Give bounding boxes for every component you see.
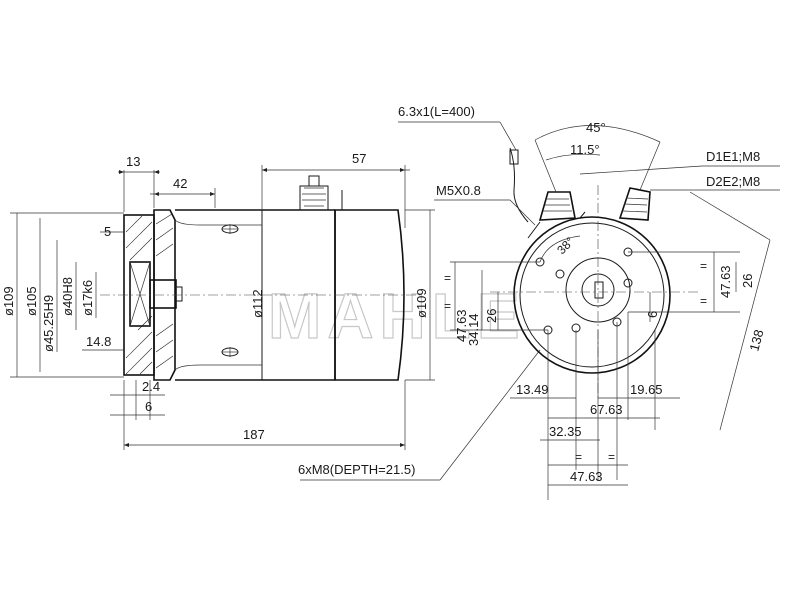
angle-38: 38° [554, 234, 577, 257]
eq-right-1: = [700, 259, 707, 273]
end-right-dimensions: 47.63 26 6 = = 138 [628, 191, 771, 431]
dim-dia-109-right: ø109 [414, 288, 429, 318]
cable-callout: 6.3x1(L=400) [398, 104, 475, 119]
end-dim-26-right: 26 [740, 274, 755, 288]
end-dim-32-35: 32.35 [549, 424, 582, 439]
dim-13: 13 [126, 154, 140, 169]
dim-6: 6 [145, 399, 152, 414]
end-dim-19-65: 19.65 [630, 382, 663, 397]
dim-dia-40: ø40H8 [60, 277, 75, 316]
dim-dia-105: ø105 [24, 286, 39, 316]
terminal-d2e2: D2E2;M8 [706, 174, 760, 189]
dim-dia-45: ø45.25H9 [41, 295, 56, 352]
side-bottom-dimensions: 2.4 6 187 6xM8(DEPTH=21.5) [110, 349, 541, 481]
end-dim-47-63-bottom: 47.63 [570, 469, 603, 484]
screw-m5: M5X0.8 [436, 183, 481, 198]
terminals [527, 187, 651, 239]
thread-callout: 6xM8(DEPTH=21.5) [298, 462, 415, 477]
dim-57: 57 [352, 151, 366, 166]
dim-dia-112: ø112 [250, 289, 265, 318]
end-bottom-dimensions: 13.49 19.65 67.63 32.35 = = 47.63 [510, 312, 680, 500]
end-dim-6: 6 [645, 311, 660, 318]
end-dim-67-63: 67.63 [590, 402, 623, 417]
watermark-logo: MAHLE [268, 280, 526, 352]
end-left-dimensions: 47.63 34.14 26 = = [444, 261, 548, 346]
eq-bottom-1: = [575, 450, 582, 464]
angle-45: 45° [586, 120, 606, 135]
eq-right-2: = [700, 294, 707, 308]
end-dim-26-left: 26 [484, 309, 499, 323]
dim-187: 187 [243, 427, 265, 442]
end-view: 6.3x1(L=400) 45° 11.5° D1E1;M8 D2E2;M8 M… [398, 104, 780, 500]
dim-dia-17: ø17k6 [80, 280, 95, 316]
terminal-d1e1: D1E1;M8 [706, 149, 760, 164]
dim-42: 42 [173, 176, 187, 191]
side-view: 13 42 57 ø109 ø105 ø45.25H9 ø40H8 ø17k [1, 151, 541, 481]
dim-2-4: 2.4 [142, 379, 160, 394]
eq-left-1: = [444, 271, 451, 285]
end-dim-13-49: 13.49 [516, 382, 549, 397]
end-dim-34-14: 34.14 [466, 313, 481, 346]
end-dim-47-63-right: 47.63 [718, 265, 733, 298]
dim-14-8: 14.8 [86, 334, 111, 349]
end-dim-47-63-left: 47.63 [454, 309, 469, 342]
dim-dia-109: ø109 [1, 286, 16, 316]
side-top-dimensions: 13 42 57 [118, 151, 410, 228]
angle-11-5: 11.5° [570, 142, 600, 157]
end-dim-138: 138 [746, 328, 766, 353]
side-left-dimensions: ø109 ø105 ø45.25H9 ø40H8 ø17k6 5 14.8 [1, 212, 124, 378]
eq-left-2: = [444, 299, 451, 313]
dim-5: 5 [104, 224, 111, 239]
eq-bottom-2: = [608, 450, 615, 464]
